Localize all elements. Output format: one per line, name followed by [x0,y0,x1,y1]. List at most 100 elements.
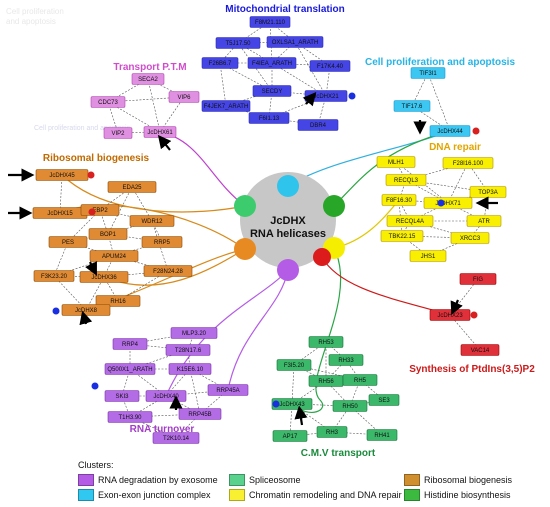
hub-label-2: RNA helicases [250,228,326,240]
node-box [107,181,157,193]
node-cell-tif17-6: TIF17.6 [393,100,431,112]
node-cmv-rh50: RH50 [332,400,368,412]
cluster-edge [291,364,295,405]
node-turn-jcdhx40: JcDHX40 [145,390,187,402]
node-label: VAC14 [471,348,490,354]
node-cmv-ap17: AP17 [272,430,308,442]
node-box [165,344,211,356]
node-label: F6I1.13 [259,116,280,122]
title-cell-proliferation: Cell proliferation and apoptosis [365,57,515,68]
node-label: F8M21.110 [255,20,286,26]
node-label: JcDHX43 [279,402,305,408]
node-turn-t2k10-14: T2K10.14 [152,432,200,444]
connection-curve [227,269,289,391]
cluster-edge [427,72,451,132]
node-label: T5J17.50 [225,41,251,47]
arrow-icon [79,310,93,326]
node-label: F28N24.28 [153,269,183,275]
title-mitochondrial-translation: Mitochondrial translation [225,4,344,15]
legend-title: Clusters: [78,460,114,470]
title-rna-turnover: RNA turnover [130,424,195,435]
node-label: JcDHX61 [147,130,173,136]
node-mito-jcdhx21: JcDHX21 [304,90,348,102]
node-box [152,432,200,444]
legend-label: Spliceosome [249,475,301,485]
node-label: RECQL4A [396,219,424,225]
node-label: F28I16.100 [453,161,484,167]
node-label: VIP6 [177,95,191,101]
node-ribo-rrp5: RRP5 [141,236,183,248]
connection-curve [159,131,246,207]
node-box [381,194,417,206]
hub-dot-spliceosome [234,195,256,217]
cluster-edge [117,270,169,302]
node-dna-mlh1: MLH1 [376,156,416,168]
node-cmv-rh3: RH3 [316,426,348,438]
node-label: JHS1 [421,254,436,260]
node-box [459,273,497,285]
hub-dot-ribosomal [234,238,256,260]
node-ptdins-vac14: VAC14 [460,344,500,356]
marker-dot [272,400,280,408]
node-mito-f26b6-7: F26B6.7 [201,57,239,69]
node-label: JcDHX23 [437,313,463,319]
node-dna-jcdhx71: JcDHX71 [423,197,473,209]
legend-label: Chromatin remodeling and DNA repair [249,490,402,500]
title-ptdins-synthesis: Synthesis of PtdIns(3,5)P2 [409,364,535,375]
node-label: VIP2 [111,131,125,137]
node-label: MLH1 [388,160,405,166]
legend-swatch [404,474,420,486]
cluster-edge [107,186,133,235]
node-mito-f4jek7-arath: F4JEK7_ARATH [201,100,251,112]
node-cmv-rh33: RH33 [328,354,364,366]
arrow-icon [294,405,308,426]
legend-swatch [78,474,94,486]
node-label: SE3 [378,398,390,404]
cluster-edge [53,241,69,277]
legend-item-exon-junction: Exon-exon junction complex [78,489,211,501]
legend-label: Exon-exon junction complex [98,490,211,500]
node-box [328,354,364,366]
node-ribo-jcdhx15: JcDHX15 [32,207,88,219]
node-box [141,236,183,248]
node-ptm-vip6: VIP6 [168,91,200,103]
node-label: OXLSA1_ARATH [272,40,319,46]
marker-dot [348,92,356,100]
node-cmv-se3: SE3 [368,394,400,406]
node-box [297,119,339,131]
node-ribo-apum24: APUM24 [89,250,139,262]
node-cell-tif3i1: TIF3I1 [410,67,446,79]
node-box [249,16,291,28]
node-box [366,429,398,441]
legend-item-ribosomal: Ribosomal biogenesis [404,474,512,486]
hub-dot-exosome [277,259,299,281]
arrow-icon [302,91,317,107]
node-box [316,426,348,438]
node-label: Q500X1_ARATH [107,367,152,373]
node-label: F4IEA_ARATH [252,61,292,67]
node-dna-jhs1: JHS1 [409,250,447,262]
node-ribo-eda25: EDA25 [107,181,157,193]
cluster-edge [199,389,229,415]
node-box [104,363,156,375]
legend-item-chromatin: Chromatin remodeling and DNA repair [229,489,402,501]
node-box [247,57,297,69]
node-box [385,174,427,186]
node-label: AP17 [283,434,298,440]
legend-swatch [229,474,245,486]
legend-label: Histidine biosynthesis [424,490,511,500]
cluster-edge [159,96,185,133]
marker-dot [52,307,60,315]
node-dna-recql3: RECQL3 [385,174,427,186]
node-turn-rrp45a: RRP45A [207,384,249,396]
node-box [95,295,141,307]
cluster-edge [165,368,191,397]
legend-swatch [78,489,94,501]
node-label: RECQL3 [394,178,419,184]
node-label: WDR12 [141,219,163,225]
cluster-edge [59,174,63,214]
node-ptm-seca2: SECA2 [131,73,165,85]
node-label: EDA25 [122,185,142,191]
